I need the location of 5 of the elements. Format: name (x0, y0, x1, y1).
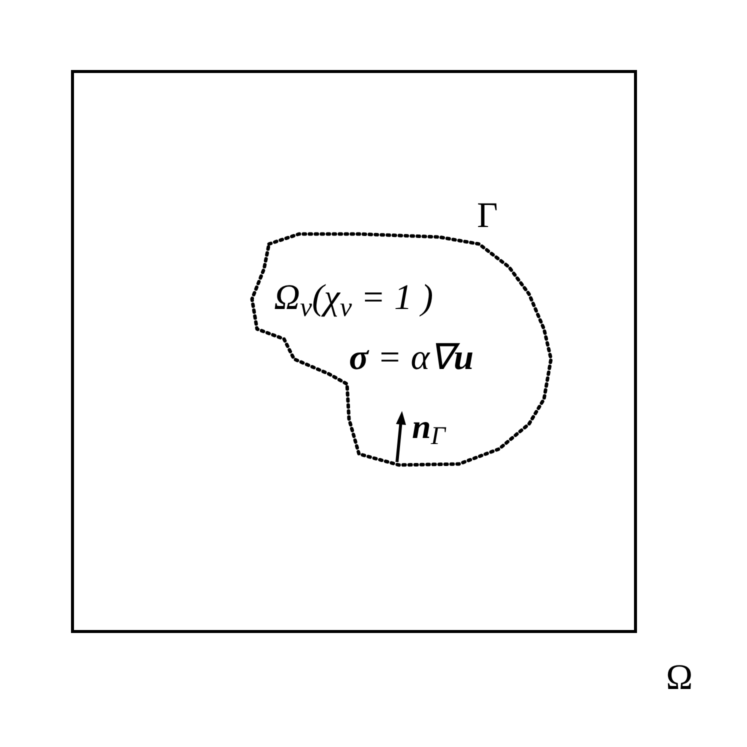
region-label: Ω$_{v}$(χ$_{v}$ = 1 ) (274, 279, 434, 315)
normal-vector-label: n$_{Γ}$ (412, 411, 446, 445)
equation-label: σ = α∇u (349, 339, 474, 375)
boundary-label: Γ (477, 197, 498, 233)
domain-label: Ω (666, 659, 693, 695)
